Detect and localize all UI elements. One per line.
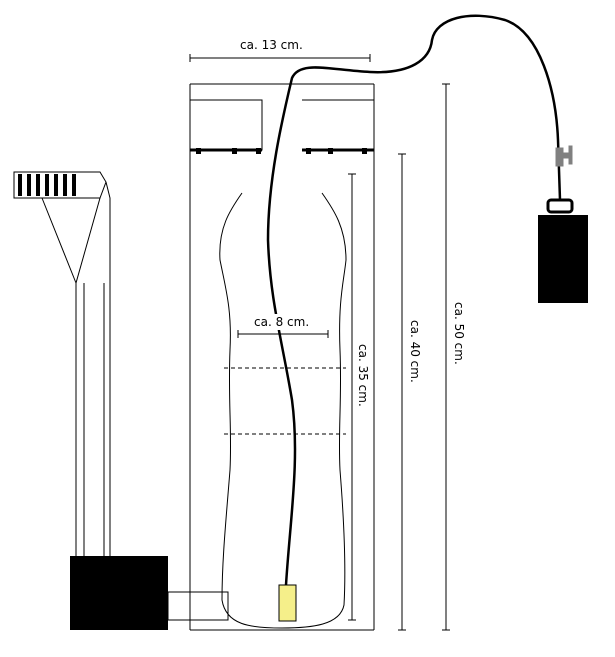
- dimension-lines: [189, 54, 450, 631]
- box-handle: [546, 198, 574, 214]
- lamp-stand: [13, 171, 111, 560]
- water-lines: [224, 367, 346, 435]
- valve-icon: [555, 145, 573, 167]
- pump-outlet-tube: [167, 591, 229, 621]
- lid-right: [302, 99, 375, 151]
- outer-frame: [189, 83, 375, 631]
- lamp-brace: [41, 197, 77, 284]
- lamp-grille: [18, 174, 76, 196]
- label-height-50: ca. 50 cm.: [452, 302, 466, 365]
- label-width-bottle: ca. 8 cm.: [254, 315, 309, 329]
- bottle-outline: [219, 192, 347, 629]
- label-height-35: ca. 35 cm.: [356, 344, 370, 407]
- label-height-40: ca. 40 cm.: [408, 320, 422, 383]
- lid-dots: [196, 148, 367, 154]
- right-box: [538, 215, 588, 303]
- lamp-neck-inner: [105, 181, 111, 560]
- sensor-cable: [266, 14, 562, 586]
- sensor: [278, 584, 297, 622]
- pump-box: [70, 556, 168, 630]
- lid-left: [190, 99, 263, 151]
- lamp-neck-outer: [75, 197, 101, 560]
- label-width-top: ca. 13 cm.: [240, 38, 303, 52]
